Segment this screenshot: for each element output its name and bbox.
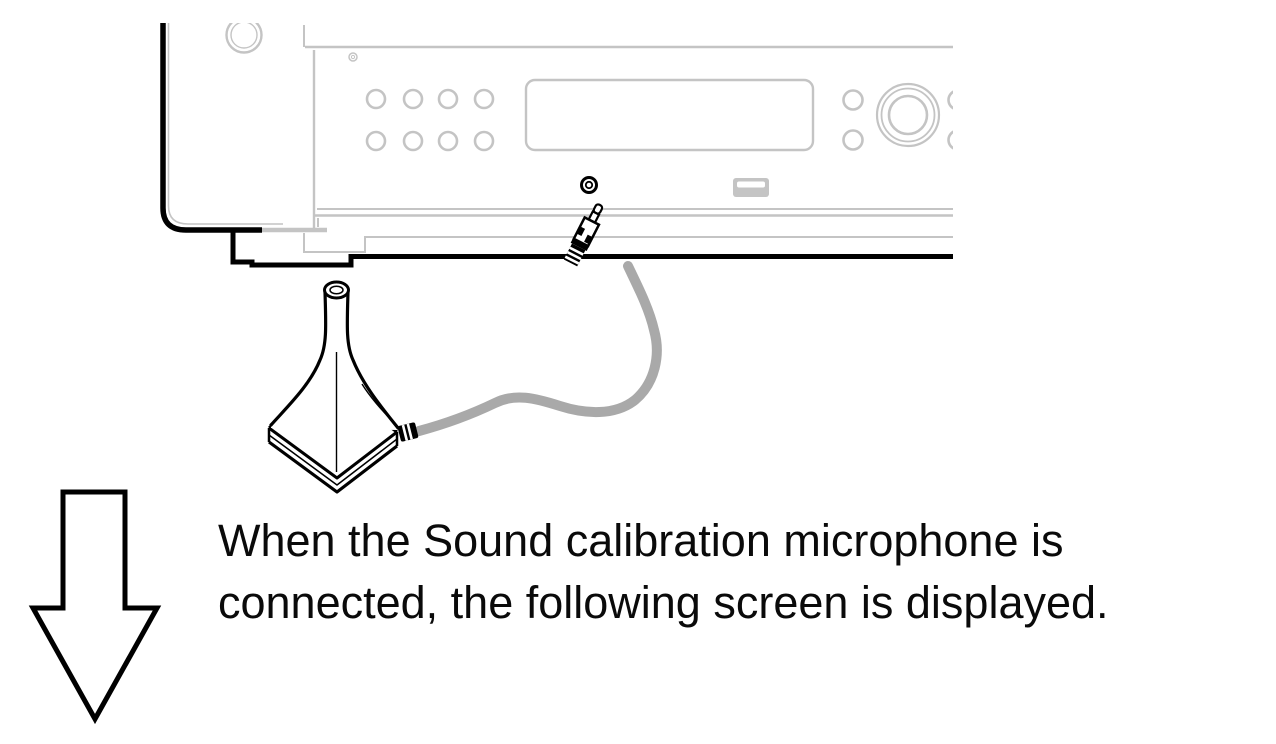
sound-calibration-microphone [267, 280, 400, 494]
volume-knob [875, 82, 941, 148]
receiver-front-panel [160, 23, 953, 268]
setup-mic-jack [580, 176, 598, 194]
cabinet-corner-outline [160, 23, 262, 233]
foot-gray-outline [303, 233, 953, 253]
screw-icon [348, 52, 358, 62]
hinge-knob-inner [230, 23, 258, 49]
mic-capsule-opening [323, 280, 350, 300]
caption-line-2: connected, the following screen is displ… [218, 577, 1109, 628]
clipped-button-bottom [947, 130, 953, 150]
clipped-button-top [947, 90, 953, 110]
mic-cable [397, 261, 662, 442]
small-button-bottom [842, 129, 864, 151]
mic-body [269, 280, 400, 472]
plug-collar [570, 238, 589, 251]
caption-text: When the Sound calibration microphone is… [218, 510, 1109, 634]
cabinet-corner-inner-line [167, 23, 283, 225]
front-buttons [365, 88, 495, 152]
display-window [524, 78, 815, 152]
cabinet-foot-outline [230, 230, 953, 268]
down-arrow [28, 489, 162, 725]
cable-connector [397, 422, 419, 442]
usb-port [733, 178, 769, 197]
setup-mic-plug [563, 203, 604, 267]
plug-strain-relief [563, 243, 586, 267]
hinge-knob-outer [225, 23, 263, 54]
caption-line-1: When the Sound calibration microphone is [218, 515, 1064, 566]
screw-center [350, 54, 356, 60]
small-button-top [842, 89, 864, 111]
